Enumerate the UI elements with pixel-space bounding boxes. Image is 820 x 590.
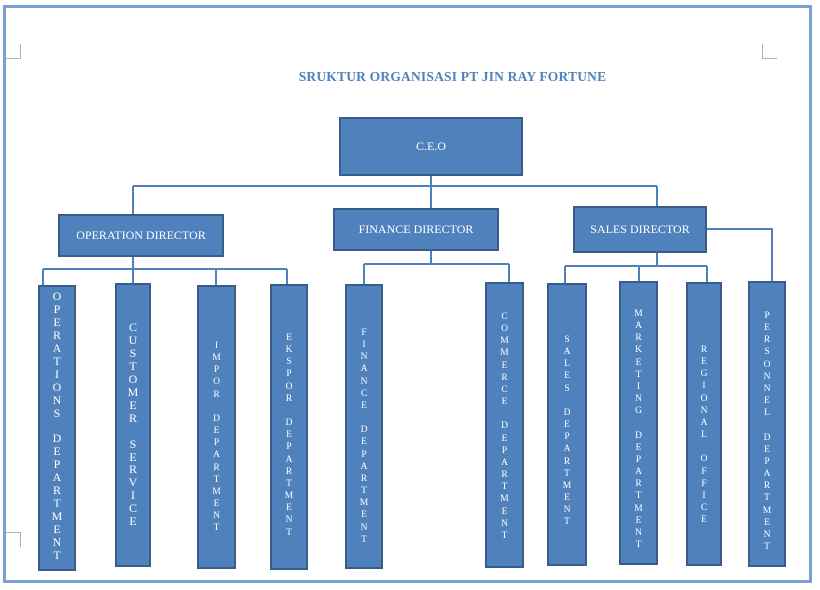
ceo-label: C.E.O bbox=[416, 139, 446, 153]
impor-department-box: I M P O R D E P A R T M E N T bbox=[197, 285, 236, 569]
document-frame bbox=[3, 5, 812, 583]
customer-service-box: C U S T O M E R S E R V I C E bbox=[115, 283, 151, 567]
impor-department-label: I M P O R D E P A R T M E N T bbox=[212, 341, 221, 534]
finance-department-label: F I N A N C E D E P A R T M E N T bbox=[359, 328, 369, 545]
chart-title: SRUKTUR ORGANISASI PT JIN RAY FORTUNE bbox=[298, 69, 607, 84]
operation-director-label: OPERATION DIRECTOR bbox=[76, 228, 206, 242]
customer-service-label: C U S T O M E R S E R V I C E bbox=[127, 320, 139, 529]
margin-corner-top-right bbox=[762, 44, 777, 59]
sales-department-label: S A L E S D E P A R T M E N T bbox=[562, 335, 572, 528]
marketing-department-label: M A R K E T I N G D E P A R T M E N T bbox=[634, 309, 643, 550]
operations-department-label: O P E R A T I O N S D E P A R T M E N T bbox=[51, 289, 63, 563]
operation-director-box: OPERATION DIRECTOR bbox=[58, 214, 224, 257]
finance-department-box: F I N A N C E D E P A R T M E N T bbox=[345, 284, 383, 569]
regional-office-label: R E G I O N A L O F F I C E bbox=[700, 345, 708, 526]
sales-director-label: SALES DIRECTOR bbox=[590, 222, 690, 236]
operations-department-box: O P E R A T I O N S D E P A R T M E N T bbox=[38, 285, 76, 571]
ceo-box: C.E.O bbox=[339, 117, 523, 176]
marketing-department-box: M A R K E T I N G D E P A R T M E N T bbox=[619, 281, 658, 565]
margin-corner-top-left bbox=[6, 44, 21, 59]
finance-director-box: FINANCE DIRECTOR bbox=[333, 208, 499, 251]
finance-director-label: FINANCE DIRECTOR bbox=[358, 222, 474, 236]
sales-department-box: S A L E S D E P A R T M E N T bbox=[547, 283, 587, 566]
regional-office-box: R E G I O N A L O F F I C E bbox=[686, 282, 722, 566]
commerce-department-label: C O M M E R C E D E P A R T M E N T bbox=[500, 312, 509, 541]
commerce-department-box: C O M M E R C E D E P A R T M E N T bbox=[485, 282, 524, 568]
margin-corner-bottom-left bbox=[6, 532, 21, 547]
ekspor-department-label: E K S P O R D E P A R T M E N T bbox=[284, 333, 294, 538]
ekspor-department-box: E K S P O R D E P A R T M E N T bbox=[270, 284, 308, 570]
sales-director-box: SALES DIRECTOR bbox=[573, 206, 707, 253]
personnel-department-label: P E R S O N N E L D E P A R T M E N T bbox=[762, 311, 772, 552]
personnel-department-box: P E R S O N N E L D E P A R T M E N T bbox=[748, 281, 786, 567]
